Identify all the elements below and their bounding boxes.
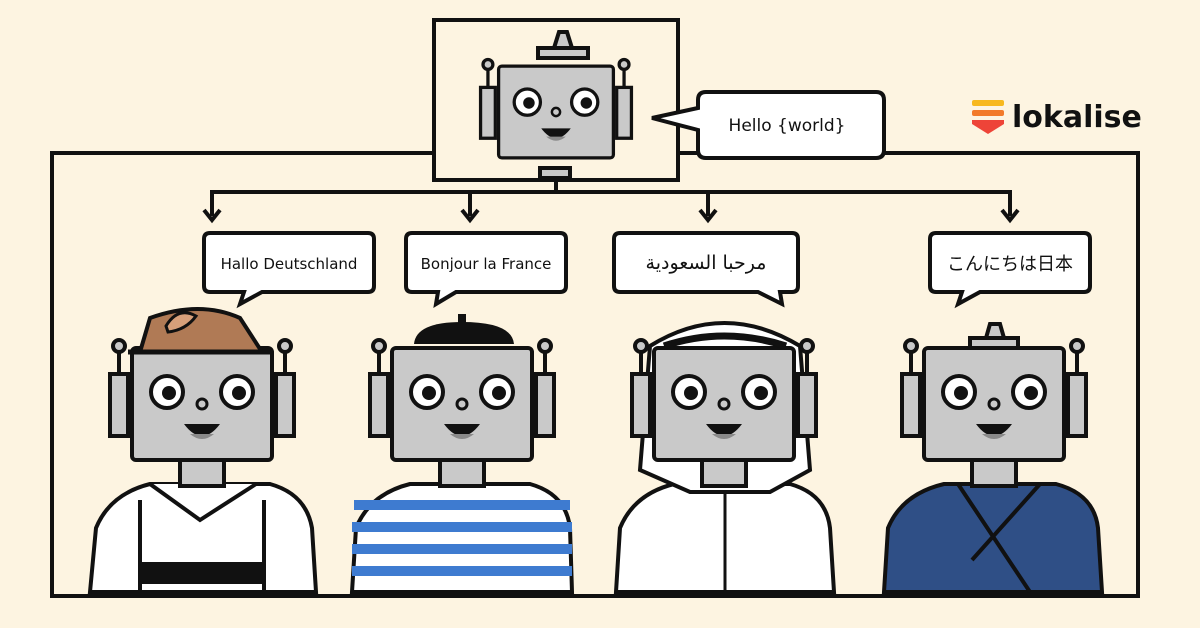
lokalise-mark-icon bbox=[972, 100, 1004, 134]
arabic-greeting: مرحبا السعودية bbox=[646, 252, 767, 274]
robot-german bbox=[87, 307, 319, 594]
french-greeting: Bonjour la France bbox=[421, 255, 552, 273]
connector-lines bbox=[50, 151, 1140, 598]
japanese-greeting: こんにちは日本 bbox=[947, 254, 1073, 275]
source-speech-bubble: Hello {world} bbox=[651, 90, 886, 160]
feathered-hat-icon bbox=[128, 307, 272, 355]
target-bubble-german: Hallo Deutschland bbox=[202, 231, 376, 309]
beret-icon bbox=[414, 314, 514, 344]
robot-saudi bbox=[613, 321, 837, 594]
logo-wordmark: lokalise bbox=[1012, 100, 1142, 135]
target-bubble-french: Bonjour la France bbox=[404, 231, 568, 308]
german-greeting: Hallo Deutschland bbox=[221, 255, 358, 273]
topknot-icon bbox=[968, 322, 1020, 350]
agal-headband-icon bbox=[662, 332, 788, 350]
robot-french bbox=[349, 314, 575, 594]
source-robot bbox=[432, 18, 680, 182]
target-bubble-arabic: مرحبا السعودية bbox=[612, 231, 800, 308]
source-bubble-text: Hello {world} bbox=[729, 116, 846, 136]
robot-japanese bbox=[881, 322, 1105, 594]
lokalise-logo: lokalise bbox=[972, 100, 1142, 135]
target-bubble-japanese: こんにちは日本 bbox=[928, 231, 1092, 309]
